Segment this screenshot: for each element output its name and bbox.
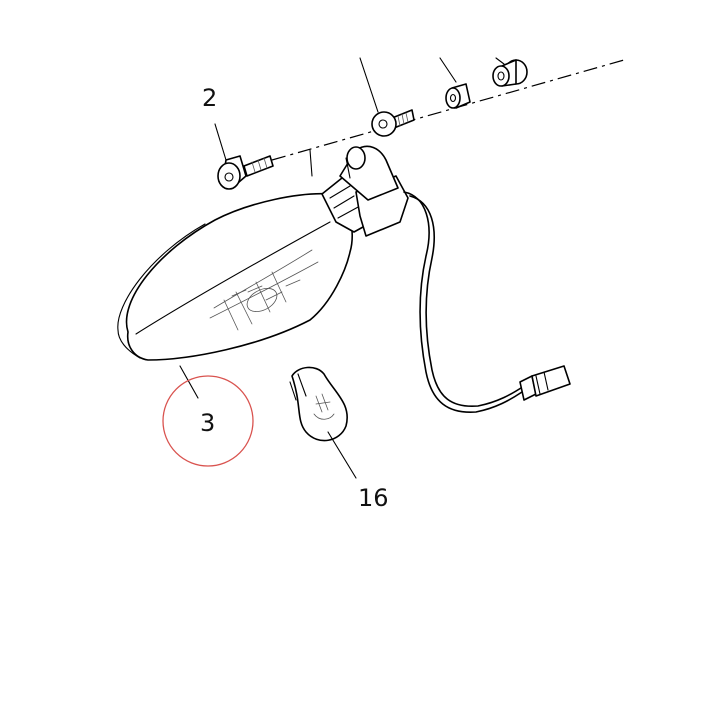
indicator-stalk xyxy=(321,145,409,237)
indicator-lens-housing xyxy=(117,192,353,361)
spacer-collar xyxy=(445,83,471,109)
wire-connector xyxy=(519,365,571,401)
leader-line-spacer-top xyxy=(439,57,457,83)
callout-label-3: 3 xyxy=(200,409,215,437)
alignment-tick xyxy=(309,149,313,177)
highlight-circle xyxy=(162,375,254,467)
mounting-bolt-2 xyxy=(217,155,274,190)
indicator-bulb xyxy=(289,366,348,442)
mounting-bolt-upper xyxy=(371,109,415,137)
callout-label-2: 2 xyxy=(202,84,217,112)
leader-line-16 xyxy=(327,431,357,479)
wiring-harness xyxy=(403,191,571,413)
leader-line-bolt-top xyxy=(359,57,379,113)
leader-line-3 xyxy=(179,365,199,399)
leader-line-grommet-top xyxy=(495,57,505,65)
callout-label-16: 16 xyxy=(358,484,389,512)
rubber-grommet xyxy=(492,59,528,87)
leader-line-2 xyxy=(214,123,227,161)
mounting-axis-line xyxy=(271,59,625,161)
